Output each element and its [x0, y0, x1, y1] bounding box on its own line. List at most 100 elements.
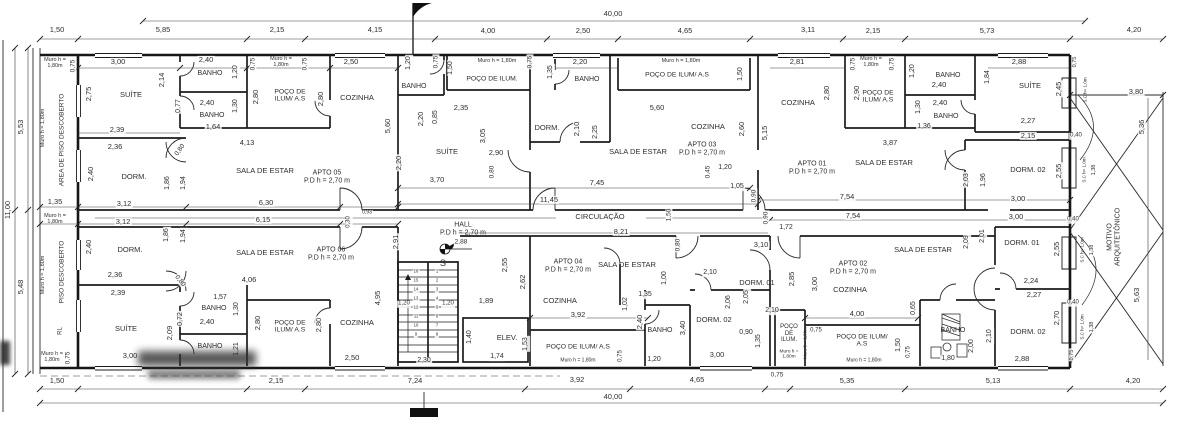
- dimension-label: 2,00: [968, 338, 976, 354]
- dimension-label: 2,80: [252, 314, 263, 332]
- dimension-label: 1,20: [405, 55, 413, 71]
- dimension-label: 3,87: [881, 137, 899, 148]
- dimension-label: 7,24: [406, 375, 424, 386]
- room-label: S: [439, 258, 447, 269]
- room-label: SALA DE ESTAR: [894, 244, 952, 254]
- bathroom-fixtures: [930, 313, 968, 359]
- dimension-label: 3,00: [708, 349, 726, 360]
- dimension-label: 1,96: [980, 172, 988, 188]
- dimension-label: 11,45: [538, 194, 560, 205]
- dimension-label: 3,70: [428, 174, 446, 185]
- dimension-label: 2,88: [1010, 56, 1028, 67]
- room-label: SALA DE ESTAR: [598, 259, 656, 269]
- dimension-label: 5: [434, 304, 440, 311]
- dimension-label: 2,40: [930, 79, 948, 90]
- dimension-label: 1,38: [1088, 243, 1096, 257]
- dimension-label: 0,75: [905, 345, 913, 359]
- room-label: CIRCULAÇÃO: [575, 211, 625, 221]
- staircase: [397, 261, 459, 363]
- dimension-label: 0,40: [1066, 299, 1080, 307]
- wall-height-label: Muro h = 1,80m: [661, 57, 701, 64]
- dimension-label: 11: [412, 313, 420, 320]
- dimension-label: 0,45: [704, 164, 712, 180]
- dimension-label: 1,05: [729, 183, 745, 191]
- windows: [74, 51, 1077, 372]
- dimension-label: 0,40: [1069, 132, 1083, 140]
- dimension-label: 2,05: [743, 289, 751, 305]
- dimension-label: 11,00: [2, 199, 13, 221]
- room-label: DORM. 02: [1010, 326, 1046, 336]
- dimension-label: 2,90: [487, 147, 505, 158]
- dimension-label: 1,94: [180, 175, 188, 191]
- room-label: COZINHA: [781, 97, 815, 107]
- dimension-label: 2,03: [963, 172, 971, 188]
- dimension-label: 5,60: [648, 102, 666, 113]
- room-label: SALA DE ESTAR: [855, 157, 913, 167]
- dimension-label: 3,12: [114, 216, 132, 227]
- dimension-label: 3: [434, 286, 440, 293]
- room-label: BANHO: [199, 112, 225, 120]
- dimension-label: 3,00: [1007, 211, 1025, 222]
- dimension-label: 2,75: [83, 85, 94, 103]
- edge-stamp-blur: [0, 341, 10, 365]
- apartment-label: APTO 06 P.D h = 2,70 m: [308, 246, 354, 261]
- dimension-label: 1,94: [180, 228, 188, 244]
- room-label: MOTIVO ARQUITETÔNICO: [1106, 207, 1121, 267]
- dimension-label: 7: [434, 322, 440, 329]
- room-label: POÇO DE ILUM/ A.S: [645, 71, 709, 79]
- dimension-label: 2,01: [979, 228, 987, 244]
- dimension-label: 1,50: [665, 207, 673, 223]
- dimension-label: 2,27: [1025, 289, 1043, 300]
- dimension-label: 1,20: [397, 300, 411, 308]
- dimension-label: 4,13: [238, 137, 256, 148]
- room-label: COZINHA: [340, 317, 374, 327]
- room-label: DORM.: [121, 171, 147, 181]
- dimension-label: 1,35: [547, 64, 555, 80]
- watermark-blob: [138, 351, 256, 366]
- dimension-label: 2,81: [788, 56, 806, 67]
- wall-height-label: Muro h = 1,80m: [860, 55, 882, 68]
- dimension-label: 4,65: [676, 25, 694, 36]
- room-label: POÇO DE ILUM.: [780, 324, 798, 344]
- room-label: BANHO: [197, 70, 223, 78]
- dimension-label: 1,50: [447, 60, 455, 76]
- room-label: DORM.: [117, 244, 143, 254]
- dimension-label: 0,80: [172, 141, 188, 159]
- dimension-label: 0,75: [849, 56, 857, 72]
- room-label: SUÍTE: [119, 89, 143, 99]
- room-label: BANHO: [935, 72, 961, 80]
- dimension-label: 3,00: [109, 56, 127, 67]
- room-label: POÇO DE ILUM/ A.S: [862, 89, 894, 104]
- dimension-label: 2,80: [315, 90, 326, 108]
- interior-walls: [78, 55, 1070, 366]
- dimension-label: 3,40: [677, 319, 688, 337]
- dimension-label: 0,75: [617, 349, 625, 363]
- dimension-label: 2,14: [156, 71, 167, 89]
- dimension-label: 1,35: [637, 291, 653, 299]
- dimension-label: 5,13: [984, 375, 1002, 386]
- room-label: COZINHA: [833, 284, 867, 294]
- dimension-label: 2,80: [250, 88, 261, 106]
- room-label: POÇO DE ILUM/ A.S: [546, 343, 610, 351]
- dimension-label: 1,50: [737, 66, 745, 82]
- dimension-label: 1,00: [661, 270, 669, 286]
- dimension-label: 2,10: [571, 120, 582, 138]
- wall-height-label: Muro h = 1,80m: [39, 255, 46, 295]
- dimension-label: 0,75: [69, 58, 77, 74]
- room-label: SALA DE ESTAR: [236, 247, 294, 257]
- room-label: DORM.: [534, 122, 560, 132]
- dimension-label: 2,40: [198, 316, 216, 327]
- dimension-label: 0,72: [177, 311, 185, 327]
- dimension-label: 2,20: [571, 56, 589, 67]
- dimension-label: 2,60: [736, 120, 747, 138]
- dimension-label: 2,90: [851, 84, 862, 102]
- dimension-label: 2,70: [1051, 309, 1062, 327]
- dimension-label: 0,75: [1068, 348, 1076, 362]
- room-label: PISO DESCOBERTO: [58, 240, 66, 304]
- dimension-label: 2,25: [592, 124, 600, 140]
- dimension-label: 4,15: [366, 24, 384, 35]
- dimension-label: 8: [434, 331, 440, 338]
- dimension-label: 5,48: [15, 278, 26, 296]
- watermark-blur: [130, 343, 270, 395]
- dimension-label: 9: [413, 331, 419, 338]
